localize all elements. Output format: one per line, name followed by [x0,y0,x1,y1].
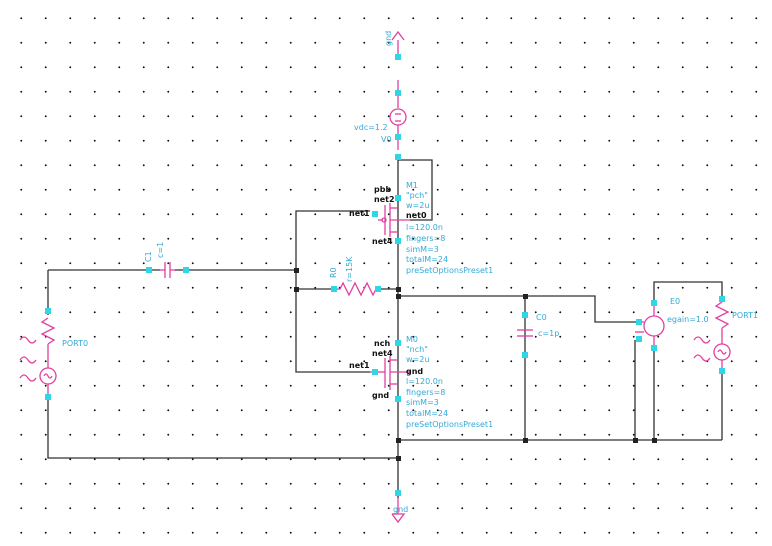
m1-drain: net2 [374,195,395,204]
wire-port0-bottom[interactable] [47,400,398,459]
resistor-r0[interactable] [335,281,378,297]
m0-name: M0 [406,335,418,344]
wire-m1-source-loop[interactable] [398,159,433,221]
v0-value: vdc=1.2 [354,123,388,132]
c1-value: c=1 [156,242,165,258]
m0-fingers: fingers=8 [406,388,445,397]
gnd-symbol[interactable] [391,498,406,524]
port-port1[interactable] [693,301,731,372]
port-port0[interactable] [19,317,57,396]
m0-bulk: nch [374,339,390,348]
m0-bulk-net: gnd [372,391,389,400]
c1-name: C1 [144,251,153,262]
m0-source-net: gnd [406,367,423,376]
m1-model: "pch" [406,191,428,200]
m1-simM: simM=3 [406,245,439,254]
vdd-symbol[interactable] [391,30,405,56]
m0-preset: preSetOptionsPreset1 [406,420,493,429]
m1-drain-net: net4 [372,237,393,246]
pmos-m1[interactable] [378,203,410,237]
m1-source: net0 [406,211,427,220]
m1-l: l=120.0n [406,223,443,232]
m1-fingers: fingers=8 [406,234,445,243]
m0-w: w=2u [406,355,429,364]
r0-value: r=15K [345,256,354,282]
c0-value: c=1p [538,329,559,338]
m1-totalM: totalM=24 [406,255,448,264]
junctions [294,268,657,461]
m0-totalM: totalM=24 [406,409,448,418]
capacitor-c1[interactable] [160,262,175,278]
gnd-net-label: gnd [393,505,408,514]
m0-l: l=120.0n [406,377,443,386]
e0-value: egain=1.0 [667,315,709,324]
m1-name: M1 [406,181,418,190]
r0-name: R0 [329,267,338,278]
m0-gate-net: net1 [349,361,370,370]
m0-drain-net: net4 [372,349,393,358]
m0-model: "nch" [406,345,428,354]
wire-e0-port1[interactable] [653,281,723,300]
port1-name: PORT1 [732,311,758,320]
wire-e0-input[interactable] [525,295,640,323]
capacitor-c0[interactable] [517,329,533,337]
m1-gate-net: net1 [349,209,370,218]
m1-w: w=2u [406,201,429,210]
m0-simM: simM=3 [406,398,439,407]
port0-name: PORT0 [62,339,88,348]
m1-preset: preSetOptionsPreset1 [406,266,493,275]
m1-bulk: pbb [374,185,391,194]
e0-name: E0 [670,297,680,306]
v0-name: V0 [381,135,392,144]
vdd-net-label: gnd [384,31,393,46]
pins [45,54,725,496]
wires [47,155,723,498]
c0-name: C0 [536,313,547,322]
